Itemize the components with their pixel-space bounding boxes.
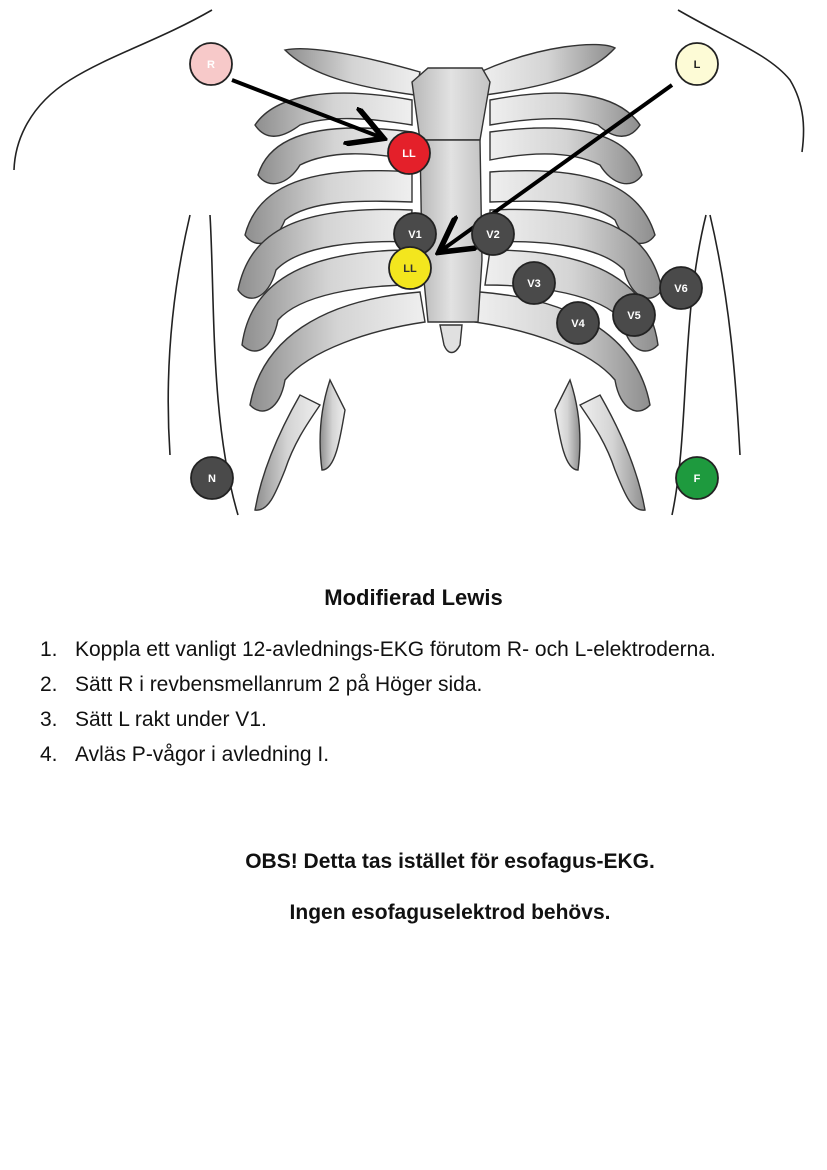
electrode-circle	[556, 301, 600, 345]
electrode-circle	[388, 246, 432, 290]
electrode-circle	[675, 42, 719, 86]
electrode-v4: V4	[556, 301, 600, 345]
electrode-label: V5	[627, 310, 640, 322]
electrode-v3: V3	[512, 261, 556, 305]
electrode-label: V2	[486, 229, 499, 241]
electrode-circle	[387, 131, 431, 175]
electrode-label: V6	[674, 283, 687, 295]
electrode-circle	[190, 456, 234, 500]
page-title: Modifierad Lewis	[324, 585, 503, 610]
electrode-circle	[612, 293, 656, 337]
electrode-v5: V5	[612, 293, 656, 337]
electrode-label: N	[208, 473, 216, 485]
list-item: 3.Sätt L rakt under V1.	[40, 708, 267, 731]
electrode-label: V1	[408, 229, 421, 241]
body-outline	[13, 9, 805, 516]
electrode-n: N	[190, 456, 234, 500]
electrode-ll: LL	[387, 131, 431, 175]
list-item: 1.Koppla ett vanligt 12-avlednings-EKG f…	[40, 638, 716, 661]
electrode-label: R	[207, 59, 215, 71]
electrode-v6: V6	[659, 266, 703, 310]
electrode-f: F	[675, 456, 719, 500]
sternum	[411, 67, 491, 354]
electrode-l: L	[675, 42, 719, 86]
electrode-label: V4	[571, 318, 585, 330]
obs-note: OBS! Detta tas istället för esofagus-EKG…	[245, 850, 655, 873]
electrode-circle	[675, 456, 719, 500]
electrode-label: LL	[402, 148, 416, 160]
electrode-label: F	[694, 473, 701, 485]
arrow-r-to-ll	[231, 78, 380, 137]
electrode-circle	[471, 212, 515, 256]
electrode-circle	[512, 261, 556, 305]
electrode-label: LL	[403, 263, 417, 275]
list-item: 2.Sätt R i revbensmellanrum 2 på Höger s…	[40, 673, 483, 696]
electrode-label: V3	[527, 278, 540, 290]
electrode-label: L	[694, 59, 701, 71]
instruction-list: 1.Koppla ett vanligt 12-avlednings-EKG f…	[40, 634, 716, 774]
electrode-circle	[189, 42, 233, 86]
electrode-v2: V2	[471, 212, 515, 256]
no-electrode-note: Ingen esofaguselektrod behövs.	[289, 901, 611, 924]
electrode-r: R	[189, 42, 233, 86]
list-item: 4.Avläs P-vågor i avledning I.	[40, 743, 330, 766]
electrode-ll2: LL	[388, 246, 432, 290]
electrode-circle	[659, 266, 703, 310]
